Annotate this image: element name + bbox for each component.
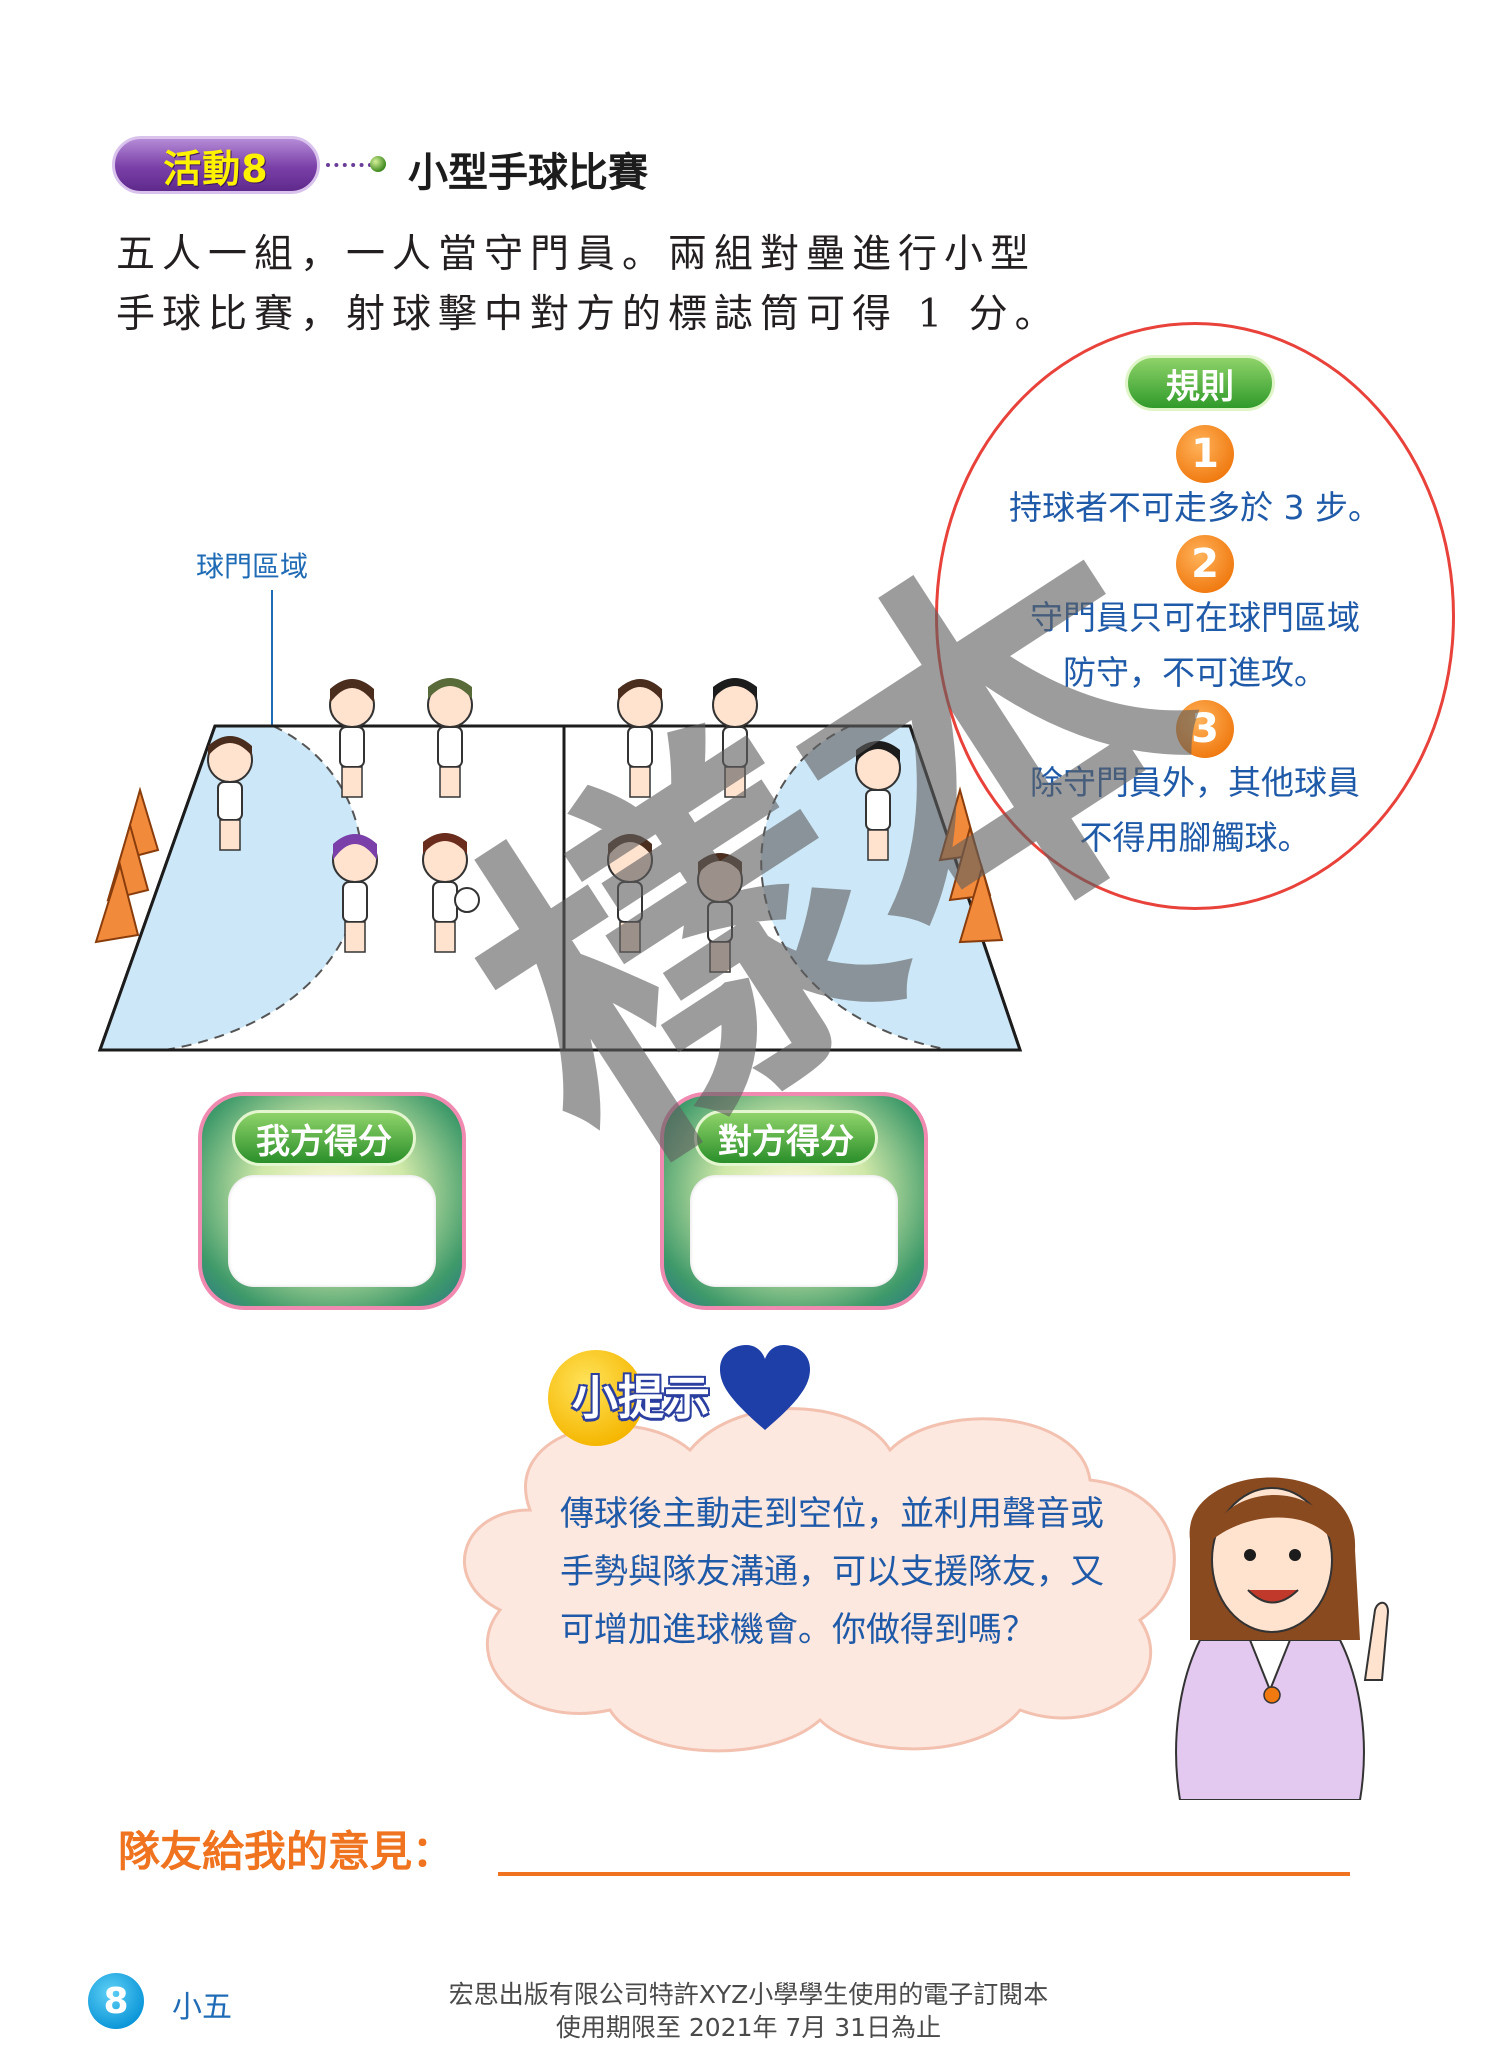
rule-3-line-1: 除守門員外，其他球員	[1030, 763, 1360, 802]
expiry-notice: 使用期限至 2021年 7月 31日為止	[555, 2013, 942, 2042]
license-notice: 宏思出版有限公司特許XYZ小學學生使用的電子訂閱本	[448, 1980, 1049, 2009]
intro-line-2: 手球比賽，射球擊中對方的標誌筒可得 1 分。	[116, 292, 1061, 337]
our-score-tag: 我方得分	[232, 1110, 416, 1166]
tip-label: 小提示	[572, 1371, 710, 1425]
rule-number-badge: 2	[1176, 535, 1234, 593]
rules-heading-tag: 規則	[1125, 355, 1275, 411]
their-score-label: 對方得分	[718, 1121, 854, 1162]
intro-line-1: 五人一組，一人當守門員。兩組對壘進行小型	[116, 232, 1037, 277]
rule-item-2: 守門員只可在球門區域 防守，不可進攻。	[975, 590, 1415, 700]
green-ball-icon	[370, 156, 386, 172]
rule-3-line-2: 不得用腳觸球。	[1079, 818, 1311, 857]
teacher-illustration	[1175, 1477, 1390, 1800]
our-score-input[interactable]	[228, 1175, 436, 1287]
page-number-badge: 8	[88, 1973, 144, 2029]
grade-label: 小五	[172, 1990, 232, 2025]
cone-icon	[938, 786, 1004, 944]
their-score-input[interactable]	[690, 1175, 898, 1287]
feedback-answer-line[interactable]	[498, 1872, 1350, 1876]
rule-number-badge: 1	[1176, 425, 1234, 483]
tip-line-2: 手勢與隊友溝通，可以支援隊友，又	[560, 1552, 1104, 1592]
rule-2-line-2: 防守，不可進攻。	[1063, 653, 1327, 692]
rule-number-badge: 3	[1176, 700, 1234, 758]
tip-line-1: 傳球後主動走到空位，並利用聲音或	[560, 1494, 1104, 1534]
tip-text: 傳球後主動走到空位，並利用聲音或 手勢與隊友溝通，可以支援隊友，又 可增加進球機…	[560, 1485, 1180, 1659]
rule-2-line-1: 守門員只可在球門區域	[1030, 598, 1360, 637]
our-score-label: 我方得分	[256, 1121, 392, 1162]
player-figures	[207, 678, 901, 973]
goal-area-label: 球門區域	[196, 550, 309, 583]
rules-panel	[935, 322, 1455, 910]
rule-item-1: 持球者不可走多於 3 步。	[975, 480, 1415, 535]
cone-icon	[94, 786, 160, 944]
heart-icon	[720, 1345, 810, 1430]
activity-connector-dots	[326, 163, 372, 171]
rule-item-3: 除守門員外，其他球員 不得用腳觸球。	[975, 755, 1415, 865]
activity-title: 小型手球比賽	[408, 150, 648, 196]
tip-badge	[548, 1350, 644, 1446]
activity-badge-label: 活動8	[163, 146, 269, 191]
their-score-tag: 對方得分	[694, 1110, 878, 1166]
feedback-label: 隊友給我的意見：	[118, 1827, 455, 1876]
rules-heading: 規則	[1166, 366, 1234, 407]
tip-line-3: 可增加進球機會。你做得到嗎？	[560, 1610, 1036, 1650]
handball-court-illustration	[94, 590, 1023, 1052]
activity-badge: 活動8	[112, 136, 320, 194]
rule-1-text: 持球者不可走多於 3 步。	[1009, 488, 1381, 527]
intro-paragraph: 五人一組，一人當守門員。兩組對壘進行小型 手球比賽，射球擊中對方的標誌筒可得 1…	[116, 225, 1106, 345]
